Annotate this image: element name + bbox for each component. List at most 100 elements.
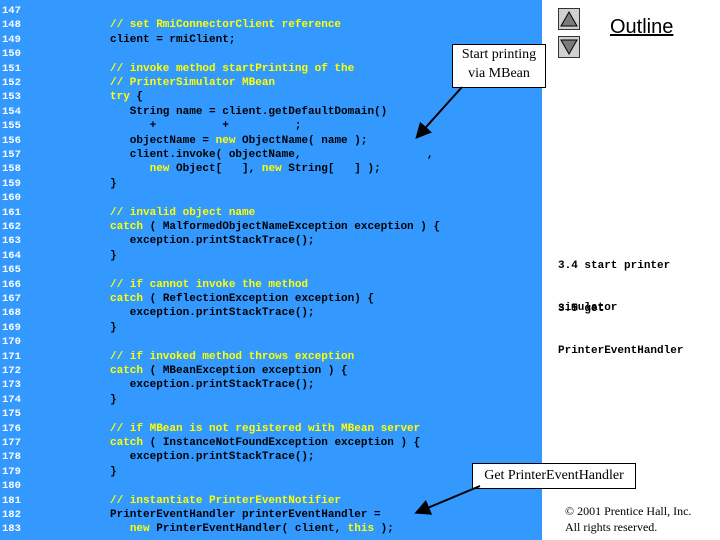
code-comment: // set RmiConnectorClient reference: [110, 19, 342, 32]
code-line: // PrinterSimulator MBean: [110, 76, 275, 90]
code-text: [110, 523, 130, 535]
code-text: ( ReflectionException exception) {: [143, 293, 375, 305]
code-text: String[ ] );: [281, 163, 381, 176]
code-keyword: new: [261, 163, 282, 176]
line-number: 169: [2, 321, 21, 334]
line-number: 176: [2, 422, 21, 435]
next-slide-button[interactable]: [558, 36, 580, 58]
line-number: 163: [2, 235, 21, 248]
line-number: 181: [2, 494, 21, 507]
triangle-down-icon: [560, 39, 578, 56]
line-number: 160: [2, 192, 21, 205]
code-line: exception.printStackTrace();: [110, 234, 315, 248]
line-number: 154: [2, 105, 21, 118]
code-line: objectName = new ObjectName( name );: [110, 134, 368, 148]
line-number: 153: [2, 91, 21, 104]
line-number: 165: [2, 264, 21, 277]
line-number: 174: [2, 393, 21, 406]
code-line: catch ( MBeanException exception ) {: [110, 364, 348, 378]
code-text: Object[ ],: [169, 163, 262, 176]
triangle-up-icon: [560, 10, 578, 27]
line-number: 168: [2, 307, 21, 320]
code-line: new Object[ ], new String[ ] );: [110, 162, 381, 176]
line-number: 148: [2, 19, 21, 32]
line-number: 158: [2, 163, 21, 176]
code-line: // instantiate PrinterEventNotifier: [110, 494, 341, 508]
code-line: catch ( InstanceNotFoundException except…: [110, 436, 420, 450]
line-number: 164: [2, 249, 21, 262]
code-keyword: catch: [110, 437, 144, 449]
line-number: 147: [2, 5, 21, 17]
code-line: + + ;: [110, 119, 302, 133]
code-text: objectName =: [110, 134, 216, 147]
code-keyword: try: [110, 91, 130, 104]
code-text: + + ;: [110, 120, 302, 133]
previous-slide-button[interactable]: [558, 8, 580, 30]
code-text: ( MalformedObjectNameException exception…: [143, 221, 441, 233]
code-keyword: new: [129, 523, 150, 536]
code-line: // set RmiConnectorClient reference: [110, 18, 341, 32]
line-number: 178: [2, 451, 21, 464]
code-keyword: catch: [110, 293, 144, 305]
line-number: 161: [2, 206, 21, 219]
code-text: ( MBeanException exception ) {: [143, 365, 348, 377]
code-line: }: [110, 321, 117, 335]
line-number: 166: [2, 278, 21, 291]
code-text: PrinterEventHandler printerEventHandler …: [110, 509, 381, 521]
side-note-1-line2: simulator: [558, 302, 618, 314]
code-line: try {: [110, 90, 143, 104]
callout-get-handler: Get PrinterEventHandler: [472, 463, 636, 489]
code-comment: // invalid object name: [110, 206, 256, 219]
side-note-start-simulator: 3.4 start printer simulator: [558, 231, 670, 329]
line-number: 149: [2, 33, 21, 46]
code-text: PrinterEventHandler( client,: [149, 523, 348, 536]
code-line: PrinterEventHandler printerEventHandler …: [110, 508, 381, 522]
code-text: String name = client.getDefaultDomain(): [110, 105, 388, 118]
callout-start-printing: Start printing via MBean: [452, 44, 546, 88]
line-number: 152: [2, 77, 21, 89]
code-text: exception.printStackTrace();: [110, 307, 315, 320]
line-number: 182: [2, 509, 21, 521]
code-line: String name = client.getDefaultDomain(): [110, 105, 387, 119]
code-text: client.invoke( objectName, ,: [110, 149, 434, 161]
code-line: }: [110, 393, 117, 407]
code-line: // if cannot invoke the method: [110, 278, 308, 292]
side-note-get-handler: 3.5 get PrinterEventHandler: [558, 274, 683, 372]
line-number: 155: [2, 120, 21, 133]
code-line: client.invoke( objectName, ,: [110, 148, 434, 162]
line-number: 159: [2, 177, 21, 190]
outline-link[interactable]: Outline: [610, 16, 674, 38]
code-text: );: [374, 523, 394, 536]
code-text: exception.printStackTrace();: [110, 379, 315, 392]
side-note-2-line2: PrinterEventHandler: [558, 345, 684, 357]
code-line: client = rmiClient;: [110, 33, 235, 47]
code-line: }: [110, 465, 117, 479]
code-line: // if invoked method throws exception: [110, 350, 354, 364]
code-line: catch ( ReflectionException exception) {: [110, 292, 374, 306]
code-text: exception.printStackTrace();: [110, 235, 315, 248]
line-number: 162: [2, 221, 21, 233]
code-text: ObjectName( name );: [235, 134, 368, 147]
code-keyword: this: [347, 523, 375, 536]
code-line: // if MBean is not registered with MBean…: [110, 422, 420, 436]
line-number: 173: [2, 379, 21, 392]
code-text: ( InstanceNotFoundException exception ) …: [143, 437, 421, 449]
line-number: 172: [2, 365, 21, 377]
code-text: }: [110, 393, 117, 406]
line-number: 179: [2, 465, 21, 478]
code-line: }: [110, 177, 117, 191]
copyright-line1: © 2001 Prentice Hall, Inc.: [565, 504, 692, 518]
code-line: // invalid object name: [110, 206, 255, 220]
code-text: exception.printStackTrace();: [110, 451, 315, 464]
code-text: [110, 163, 150, 175]
line-number: 177: [2, 437, 21, 449]
callout-start-line1: Start printing: [461, 47, 537, 62]
callout-get-handler-text: Get PrinterEventHandler: [484, 468, 624, 483]
line-number: 170: [2, 336, 21, 349]
line-number: 171: [2, 350, 21, 363]
line-number: 180: [2, 480, 21, 493]
code-keyword: new: [149, 163, 170, 176]
code-line: }: [110, 249, 117, 263]
line-number: 150: [2, 48, 21, 61]
